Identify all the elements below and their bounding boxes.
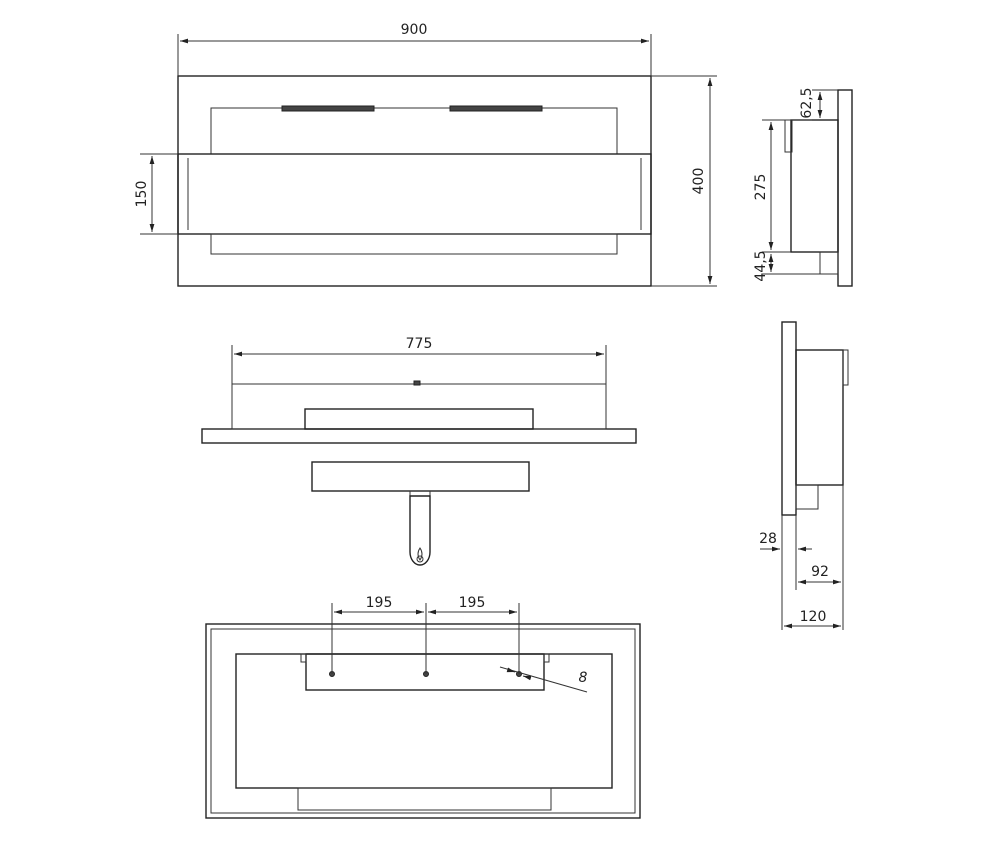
side-view-upper: 62,5 275 44,5 xyxy=(753,87,853,287)
lighter-tip xyxy=(416,555,424,563)
side-bottom-foot xyxy=(819,251,839,275)
top-view: 775 xyxy=(201,336,637,444)
front-view: 900 400 150 xyxy=(134,22,717,287)
rear-mounting-bracket xyxy=(305,653,545,691)
top-center-mark xyxy=(413,380,421,386)
burner-tank xyxy=(311,461,530,492)
side-view-lower: 28 92 120 xyxy=(759,321,849,630)
dim-label-side-depth-body: 92 xyxy=(811,564,829,580)
burner-tank-accessory xyxy=(311,461,530,566)
dim-label-side-body-height: 275 xyxy=(753,174,769,201)
dim-label-front-height: 400 xyxy=(691,168,707,195)
side2-bottom-foot xyxy=(795,484,819,510)
dim-label-side-thickness: 28 xyxy=(759,531,777,547)
flame-icon xyxy=(417,547,423,561)
side2-front-lip xyxy=(842,349,849,386)
side2-body xyxy=(795,349,844,486)
front-glass-panel xyxy=(177,153,652,235)
dim-label-side-top-offset: 62,5 xyxy=(799,87,815,118)
rear-outer-frame xyxy=(205,623,641,819)
top-body xyxy=(231,383,607,430)
dim-arrow-hole xyxy=(506,667,516,673)
rear-inner-frame xyxy=(210,628,636,814)
rear-bracket-tab-right xyxy=(543,653,550,663)
front-burner-right xyxy=(449,105,543,112)
front-burner-left xyxy=(281,105,375,112)
dim-label-front-opening: 150 xyxy=(134,181,150,208)
dim-label-rear-spacing-left: 195 xyxy=(366,595,393,611)
rear-view: 195 195 8 xyxy=(205,595,641,819)
dim-label-side-total-depth: 120 xyxy=(800,609,827,625)
rear-bracket-tab-left xyxy=(300,653,307,663)
side2-back-plate xyxy=(781,321,797,516)
top-front-plate xyxy=(201,428,637,444)
top-burner xyxy=(304,408,534,430)
dim-label-front-width: 900 xyxy=(401,22,428,38)
front-lower-window xyxy=(210,233,618,255)
dim-label-top-width: 775 xyxy=(406,336,433,352)
dim-label-rear-hole: 8 xyxy=(579,670,588,686)
side-back-plate xyxy=(837,89,853,287)
front-upper-window xyxy=(210,107,618,155)
dim-label-side-bottom-offset: 44,5 xyxy=(753,250,769,281)
dim-label-rear-spacing-right: 195 xyxy=(459,595,486,611)
rear-bottom-box xyxy=(297,787,552,811)
lighter-tool xyxy=(409,495,431,566)
dim-arrow-hole xyxy=(522,675,532,681)
side-body xyxy=(790,119,839,253)
